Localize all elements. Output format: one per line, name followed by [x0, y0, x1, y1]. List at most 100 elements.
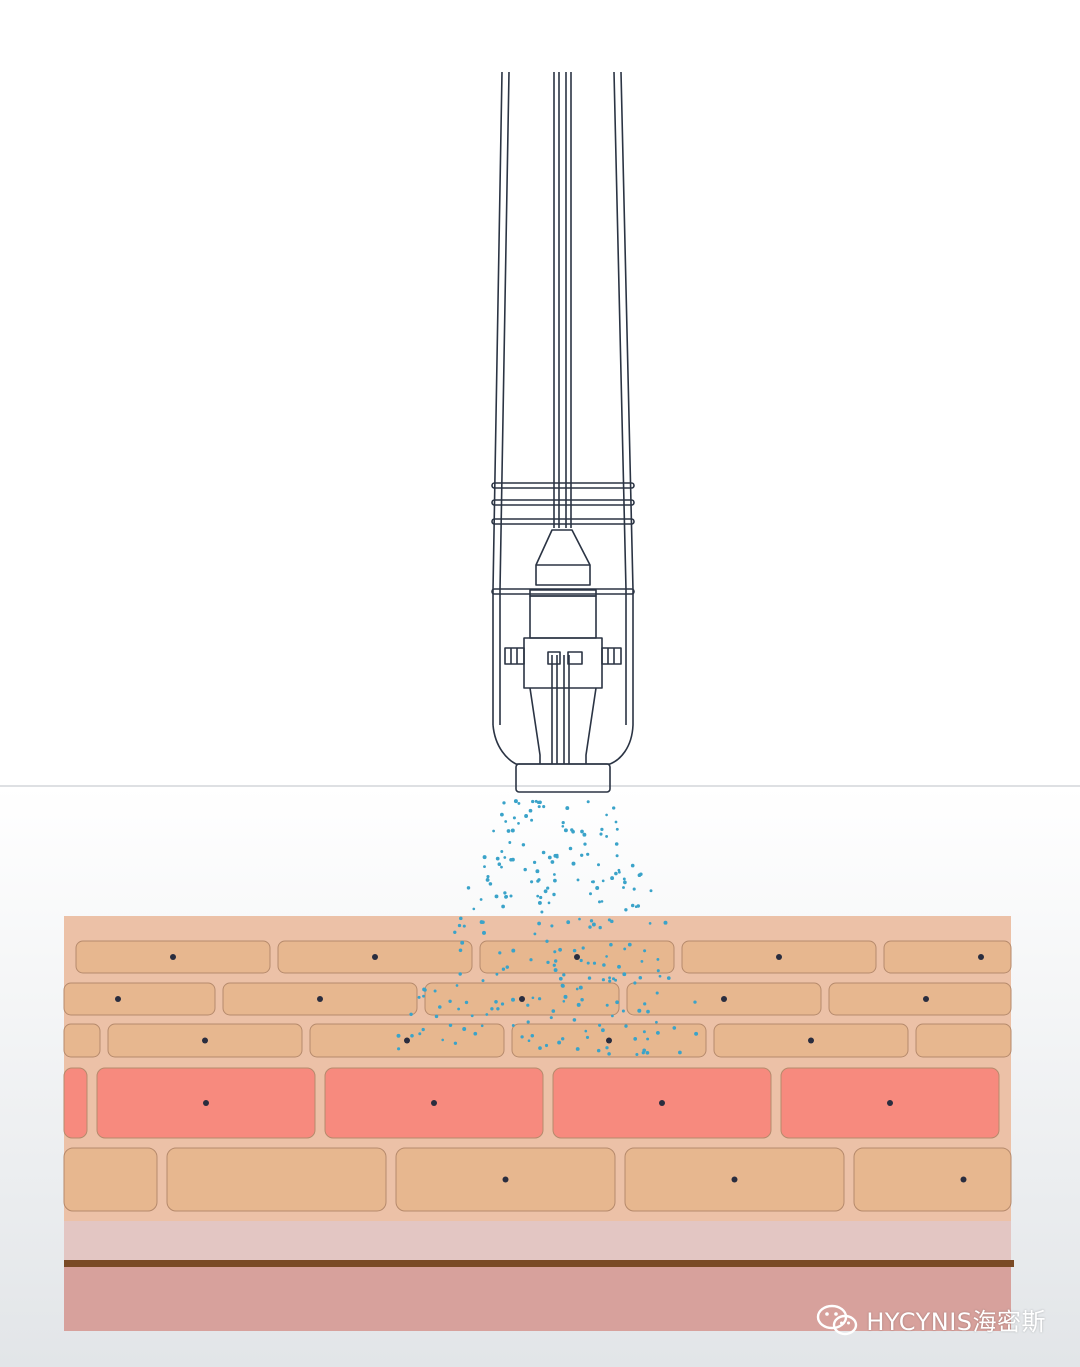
epidermis-cell [828, 982, 1012, 1016]
spray-particle [511, 948, 516, 953]
spray-particle [537, 805, 541, 809]
spray-particle [558, 947, 562, 952]
cell-nucleus [317, 996, 323, 1002]
spray-particle [624, 908, 628, 912]
spray-particle [550, 924, 554, 928]
cell-nucleus [372, 954, 378, 960]
cell-nucleus [887, 1100, 893, 1106]
epidermis-cell [63, 1023, 101, 1058]
spray-particle [694, 1031, 699, 1036]
spray-particle [609, 942, 613, 947]
tab-center-left [547, 651, 561, 665]
ring-4 [491, 588, 635, 595]
spray-particle [509, 894, 513, 898]
spray-particle [580, 829, 584, 834]
spray-particle [666, 976, 671, 980]
spray-particle [642, 1030, 646, 1034]
spray-particle [589, 919, 594, 923]
spray-particle [607, 1052, 611, 1056]
spray-particle [590, 880, 594, 884]
spray-particle [457, 1007, 461, 1011]
epidermis-cell [63, 982, 216, 1016]
epidermis-cell [853, 1147, 1012, 1212]
spray-particle [554, 959, 558, 963]
spray-particle [517, 801, 521, 805]
housing [523, 637, 603, 689]
cell-nucleus [721, 996, 727, 1002]
spray-particle [441, 1038, 445, 1042]
spray-particle [617, 964, 621, 969]
spray-particle [608, 979, 612, 983]
spray-particle [553, 878, 557, 883]
spray-particle [557, 1040, 562, 1045]
spray-particle [511, 1024, 515, 1027]
spray-particle [563, 828, 568, 833]
spray-particle [550, 860, 555, 864]
spray-particle [549, 1016, 553, 1020]
spray-particle [482, 855, 487, 860]
spray-particle [563, 994, 568, 999]
spray-particle [494, 894, 499, 899]
spray-particle [504, 895, 508, 899]
spray-particle [598, 900, 601, 904]
spray-particle [568, 846, 573, 851]
watermark: HYCYNIS海密斯 [816, 1302, 1046, 1337]
spray-particle [495, 972, 499, 976]
spray-particle [547, 901, 551, 905]
spray-particle [633, 1037, 638, 1041]
spray-particle [547, 855, 552, 860]
spray-particle [614, 871, 618, 876]
cell-nucleus [731, 1176, 738, 1183]
spray-particle [485, 877, 490, 882]
spray-particle [509, 858, 513, 862]
spray-particle [448, 1023, 453, 1028]
spray-particle [524, 814, 529, 818]
spray-particle [586, 852, 590, 856]
spray-particle [583, 842, 587, 846]
spray-particle [501, 904, 505, 909]
spray-particle [561, 820, 565, 825]
spray-particle [614, 842, 619, 846]
spray-particle [546, 960, 550, 965]
watermark-text: HYCYNIS海密斯 [866, 1308, 1046, 1336]
lower-cone-left [529, 687, 541, 764]
device-right-wall [620, 71, 634, 725]
spray-particle [605, 1003, 609, 1007]
spray-particle [542, 805, 546, 809]
spray-particle [605, 834, 609, 838]
spray-particle [530, 880, 534, 884]
cell-nucleus [808, 1037, 814, 1044]
spray-particle [530, 818, 534, 822]
ring-3 [491, 518, 635, 525]
spray-particle [433, 989, 437, 993]
spray-particle [409, 1012, 413, 1017]
spray-particle [630, 863, 635, 868]
spray-particle [623, 880, 627, 885]
spray-particle [532, 860, 537, 865]
spray-particle [464, 1000, 469, 1005]
lower-cone-right [585, 687, 597, 764]
spray-particle [649, 889, 653, 893]
spray-particle [479, 898, 483, 901]
cell-nucleus [431, 1100, 437, 1106]
spray-particle [458, 948, 463, 953]
spray-particle [523, 867, 527, 872]
cell-nucleus [502, 1176, 509, 1183]
spray-particle [486, 875, 490, 879]
spray-particle [533, 932, 537, 936]
spray-particle [537, 997, 542, 1001]
spray-particle [607, 918, 611, 922]
spray-particle [530, 1034, 535, 1038]
spray-particle [558, 976, 563, 981]
basement-line [64, 1260, 1014, 1267]
spray-particle [600, 900, 604, 903]
spray-particle [459, 916, 463, 921]
collar-top [529, 589, 597, 597]
spray-particle [438, 1005, 442, 1009]
spray-particle [506, 829, 511, 833]
spray-particle [646, 1009, 650, 1014]
spray-particle [562, 973, 566, 977]
spray-particle [580, 997, 584, 1002]
device-bottom-shell [492, 724, 634, 765]
